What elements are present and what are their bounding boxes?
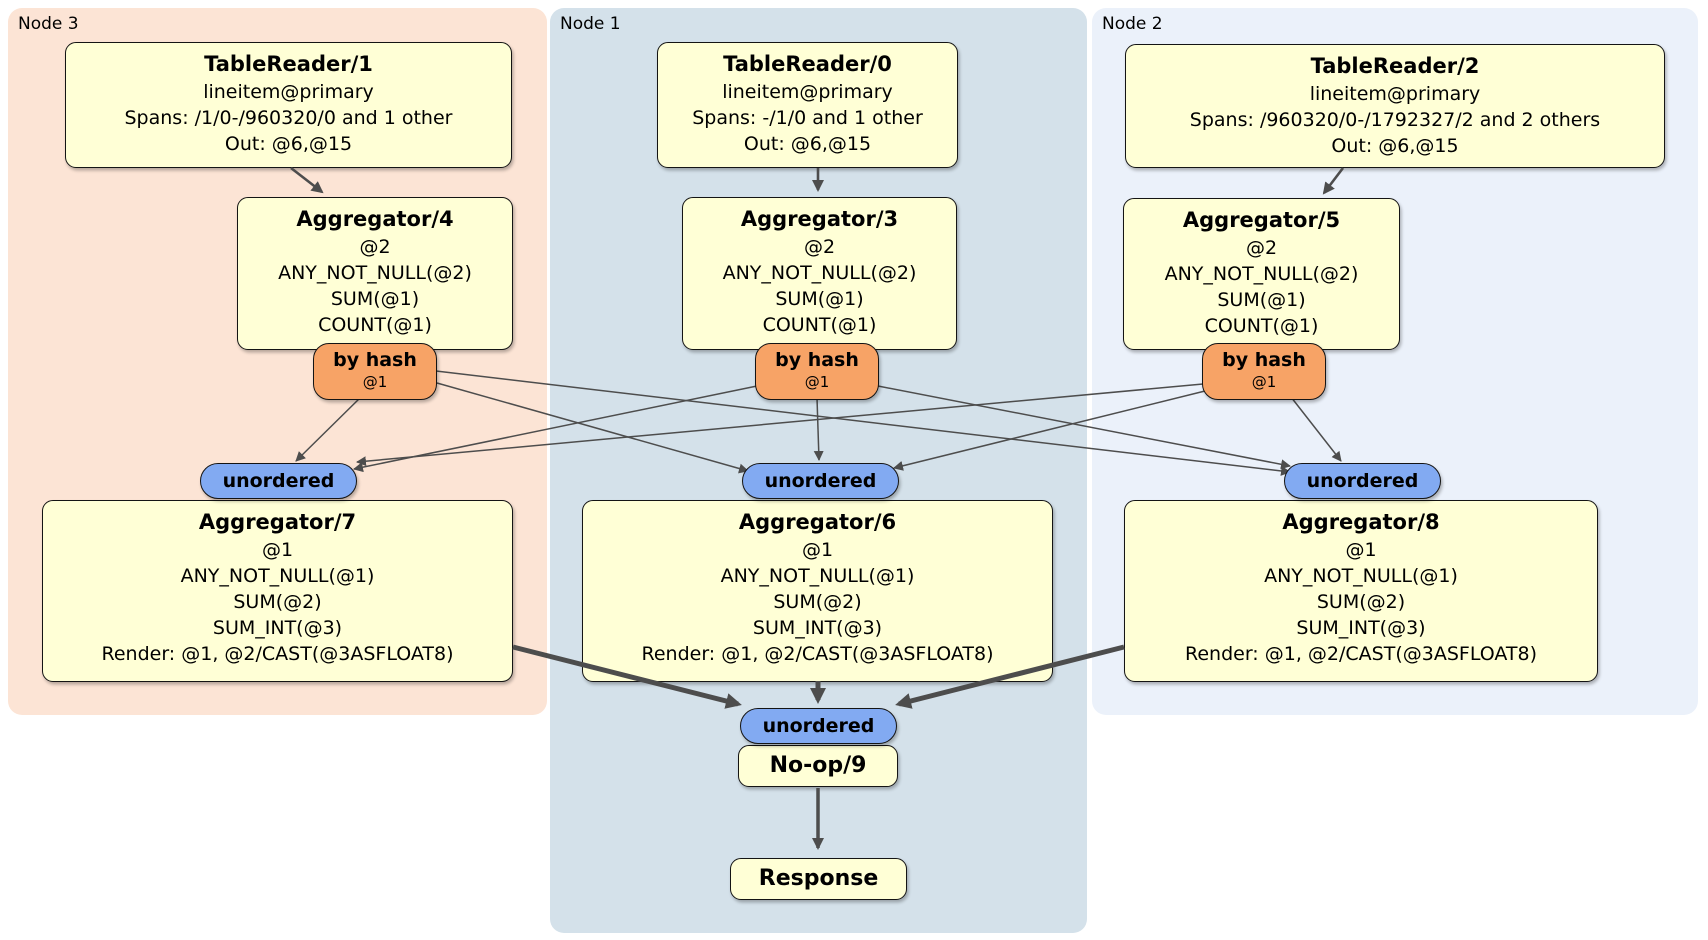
operator-detail-line: Spans: /960320/0-/1792327/2 and 2 others [1189,109,1601,131]
operator-title: Response [758,866,879,891]
operator-aggregator-8: Aggregator/8 @1 ANY_NOT_NULL(@1) SUM(@2)… [1124,500,1598,682]
operator-detail-line: @1 [1345,539,1377,561]
stream-unordered-label: unordered [764,470,877,492]
operator-aggregator-7: Aggregator/7 @1 ANY_NOT_NULL(@1) SUM(@2)… [42,500,513,682]
stream-unordered-node2: unordered [1284,463,1441,499]
router-by-hash-label: by hash [1222,349,1306,371]
router-by-hash-detail: @1 [804,373,830,391]
stream-unordered-final: unordered [740,708,897,744]
operator-detail-line: @2 [1245,237,1278,259]
operator-detail-line: lineitem@primary [203,81,374,103]
operator-detail-line: Out: @6,@15 [743,133,872,155]
operator-aggregator-4: Aggregator/4 @2 ANY_NOT_NULL(@2) SUM(@1)… [237,197,513,350]
stream-unordered-node1: unordered [742,463,899,499]
router-by-hash-node2: by hash @1 [1202,343,1326,400]
operator-detail-line: @1 [801,539,834,561]
operator-detail-line: @2 [803,236,836,258]
router-by-hash-detail: @1 [1251,373,1277,391]
operator-detail-line: @1 [261,539,294,561]
operator-tablereader-1: TableReader/1 lineitem@primary Spans: /1… [65,42,512,168]
operator-aggregator-6: Aggregator/6 @1 ANY_NOT_NULL(@1) SUM(@2)… [582,500,1053,682]
region-node2-label: Node 2 [1102,14,1163,34]
router-by-hash-label: by hash [333,349,417,371]
operator-title: Aggregator/6 [738,510,897,534]
operator-detail-line: COUNT(@1) [318,314,432,336]
operator-title: TableReader/2 [1310,54,1480,78]
operator-title: Aggregator/8 [1282,510,1440,534]
operator-title: Aggregator/3 [740,207,899,231]
operator-detail-line: SUM_INT(@3) [752,617,883,639]
router-by-hash-node1: by hash @1 [755,343,879,400]
operator-detail-line: ANY_NOT_NULL(@1) [1264,565,1458,587]
operator-aggregator-5: Aggregator/5 @2 ANY_NOT_NULL(@2) SUM(@1)… [1123,198,1400,350]
stream-unordered-node3: unordered [200,463,357,499]
operator-tablereader-0: TableReader/0 lineitem@primary Spans: -/… [657,42,958,168]
operator-detail-line: SUM_INT(@3) [1296,617,1426,639]
operator-detail-line: SUM(@1) [775,288,864,310]
region-node1-label: Node 1 [560,14,621,34]
operator-detail-line: Out: @6,@15 [1331,135,1459,157]
operator-detail-line: ANY_NOT_NULL(@2) [722,262,917,284]
operator-detail-line: lineitem@primary [722,81,893,103]
operator-response: Response [730,858,907,900]
operator-title: Aggregator/4 [296,207,454,231]
operator-title: Aggregator/7 [198,510,357,534]
operator-tablereader-2: TableReader/2 lineitem@primary Spans: /9… [1125,44,1665,168]
operator-detail-line: SUM(@1) [330,288,420,310]
router-by-hash-node3: by hash @1 [313,343,437,400]
operator-detail-line: @2 [359,236,391,258]
operator-detail-line: ANY_NOT_NULL(@1) [720,565,915,587]
operator-detail-line: ANY_NOT_NULL(@2) [1164,263,1359,285]
operator-title: TableReader/0 [723,52,892,76]
operator-title: No-op/9 [769,753,867,778]
operator-detail-line: Spans: /1/0-/960320/0 and 1 other [124,107,453,129]
operator-detail-line: SUM(@2) [233,591,322,613]
operator-title: Aggregator/5 [1182,208,1341,232]
stream-unordered-label: unordered [762,715,875,737]
operator-detail-line: ANY_NOT_NULL(@1) [180,565,375,587]
operator-detail-line: COUNT(@1) [1204,315,1319,337]
operator-noop-9: No-op/9 [738,745,898,787]
operator-detail-line: lineitem@primary [1309,83,1481,105]
region-node3-label: Node 3 [18,14,79,34]
operator-detail-line: Render: @1, @2/CAST(@3ASFLOAT8) [101,643,454,665]
operator-aggregator-3: Aggregator/3 @2 ANY_NOT_NULL(@2) SUM(@1)… [682,197,957,350]
operator-title: TableReader/1 [204,52,373,76]
operator-detail-line: Render: @1, @2/CAST(@3ASFLOAT8) [641,643,994,665]
operator-detail-line: Render: @1, @2/CAST(@3ASFLOAT8) [1185,643,1537,665]
operator-detail-line: Spans: -/1/0 and 1 other [692,107,923,129]
operator-detail-line: SUM(@1) [1217,289,1306,311]
router-by-hash-detail: @1 [362,373,388,391]
operator-detail-line: COUNT(@1) [762,314,877,336]
operator-detail-line: SUM_INT(@3) [212,617,343,639]
stream-unordered-label: unordered [222,470,335,492]
router-by-hash-label: by hash [775,349,859,371]
operator-detail-line: SUM(@2) [1316,591,1406,613]
stream-unordered-label: unordered [1306,470,1419,492]
operator-detail-line: SUM(@2) [773,591,862,613]
operator-detail-line: Out: @6,@15 [224,133,353,155]
operator-detail-line: ANY_NOT_NULL(@2) [278,262,472,284]
